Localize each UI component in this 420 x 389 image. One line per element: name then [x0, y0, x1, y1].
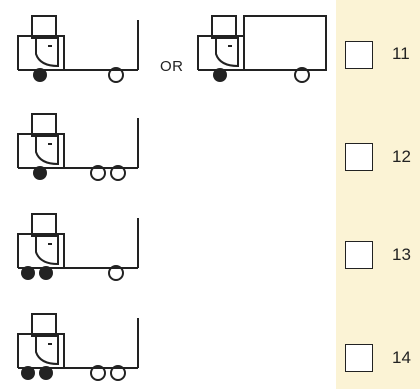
three-axle-tandem-front-truck-diagram — [10, 212, 330, 282]
three-axle-tandem-rear-truck-diagram — [10, 112, 330, 182]
code-label-12: 12 — [392, 147, 411, 166]
checkbox-11[interactable] — [345, 41, 373, 69]
checkbox-13[interactable] — [345, 241, 373, 269]
code-label-14: 14 — [392, 348, 411, 367]
code-label-13: 13 — [392, 245, 411, 264]
checkbox-14[interactable] — [345, 344, 373, 372]
checkbox-12[interactable] — [345, 143, 373, 171]
or-connector-label: OR — [160, 58, 184, 75]
vehicle-illustrations-panel: OR — [0, 0, 336, 389]
box-truck-diagram — [192, 14, 332, 84]
four-axle-truck-diagram — [10, 312, 330, 382]
two-axle-truck-diagram — [10, 14, 330, 84]
code-label-11: 11 — [392, 44, 410, 63]
